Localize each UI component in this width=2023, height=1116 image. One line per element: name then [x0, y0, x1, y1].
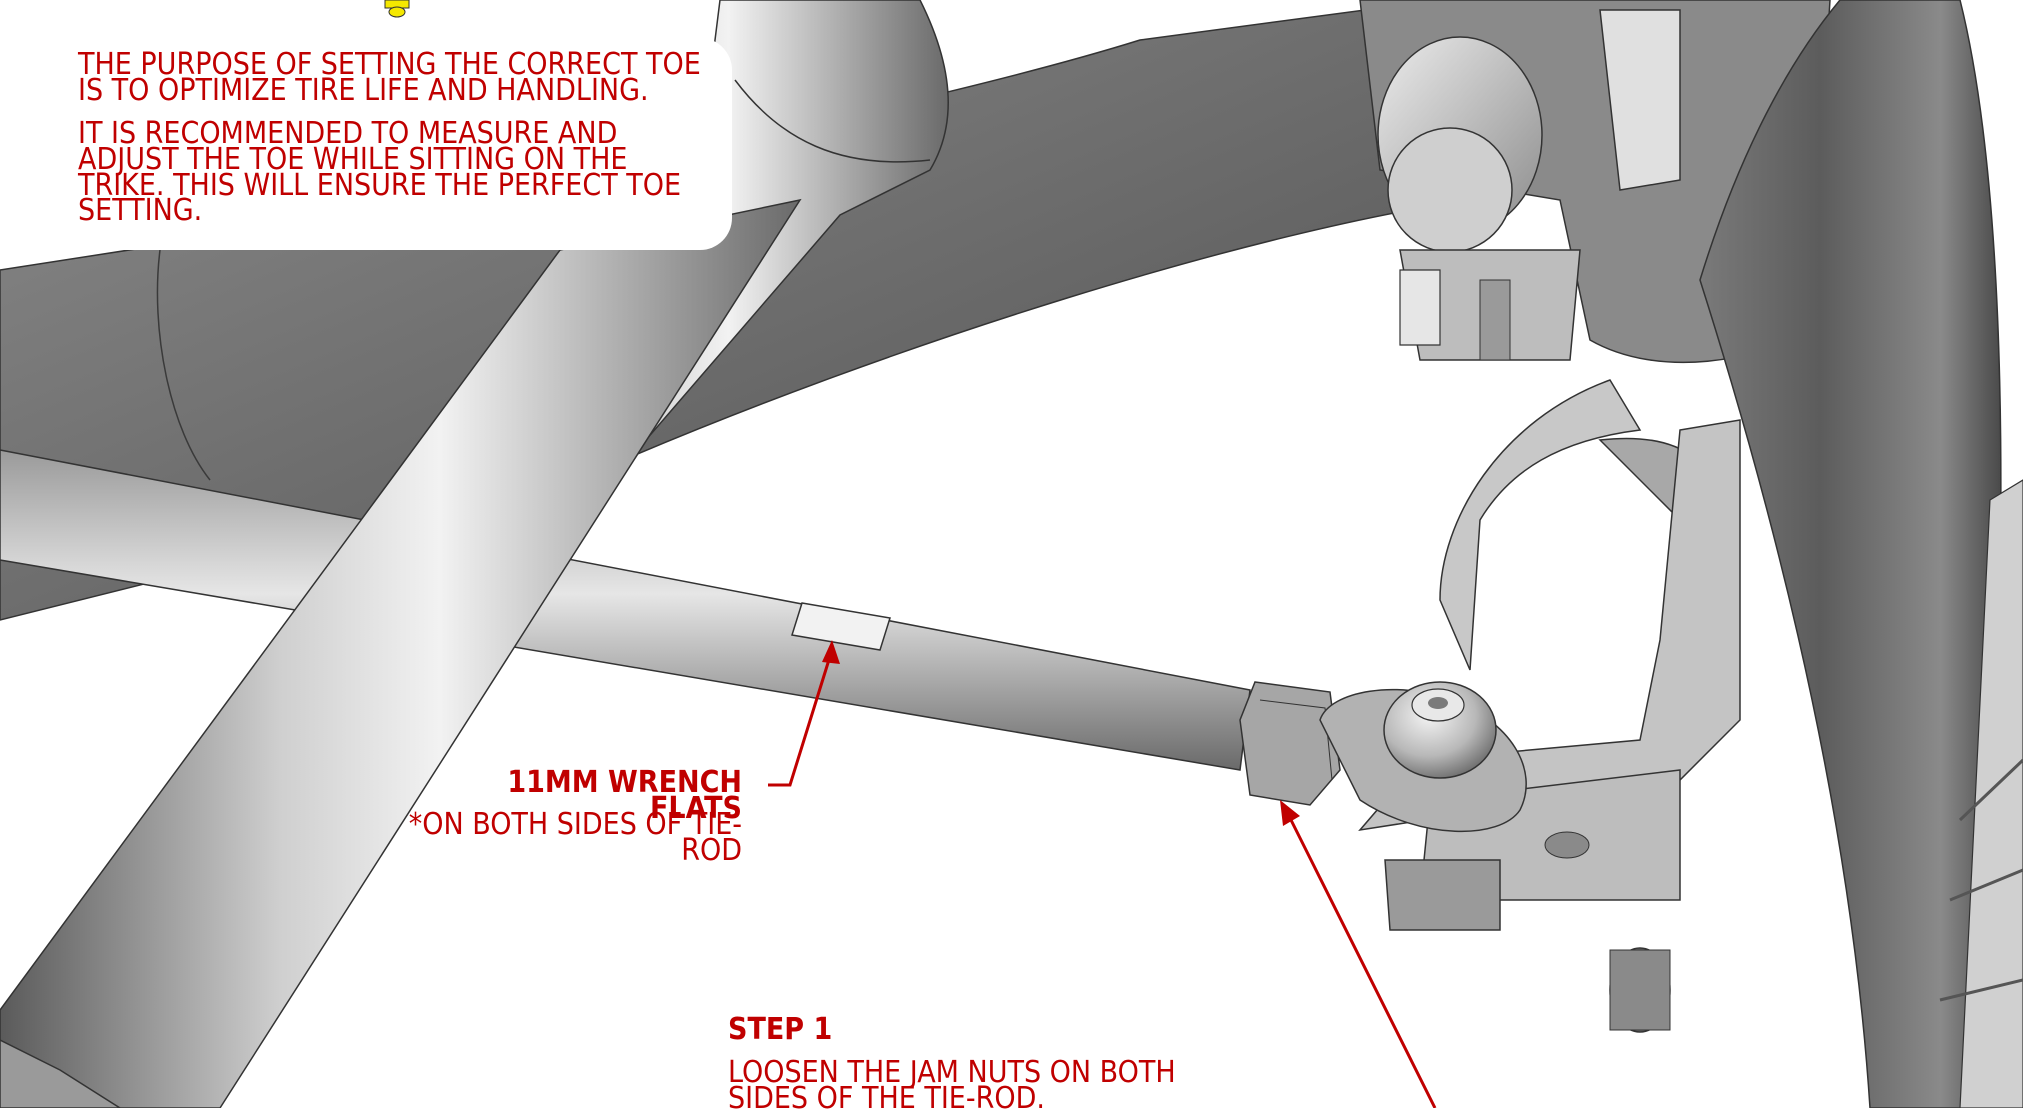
rod-end	[1319, 681, 1527, 833]
lower-bolts	[1609, 947, 1671, 1033]
wrench-flat	[791, 602, 891, 651]
step-title: STEP 1	[728, 1012, 833, 1047]
tie-rod	[0, 449, 1251, 771]
info-note-box	[0, 38, 732, 250]
wrench-flats-note: *ON BOTH SIDES OF TIE-ROD	[408, 807, 742, 868]
wrench-flats-label: 11MM WRENCH FLATS	[507, 765, 742, 826]
lower-diagonal-tube	[0, 198, 802, 1108]
lightbulb-icon	[384, 0, 410, 18]
step-instruction: LOOSEN THE JAM NUTS ON BOTH SIDES OF THE…	[728, 1055, 1176, 1116]
wrench-flat-arrow	[768, 640, 840, 787]
front-boom-tube	[0, 1039, 122, 1108]
note-paragraph-2: IT IS RECOMMENDED TO MEASURE AND ADJUST …	[78, 116, 682, 229]
front-wheel	[1699, 0, 2023, 1108]
jam-nut-arrow	[1280, 800, 1437, 1108]
note-paragraph-1: THE PURPOSE OF SETTING THE CORRECT TOE I…	[78, 47, 701, 108]
steering-knuckle	[1358, 419, 1741, 931]
jam-nut	[1239, 681, 1341, 806]
